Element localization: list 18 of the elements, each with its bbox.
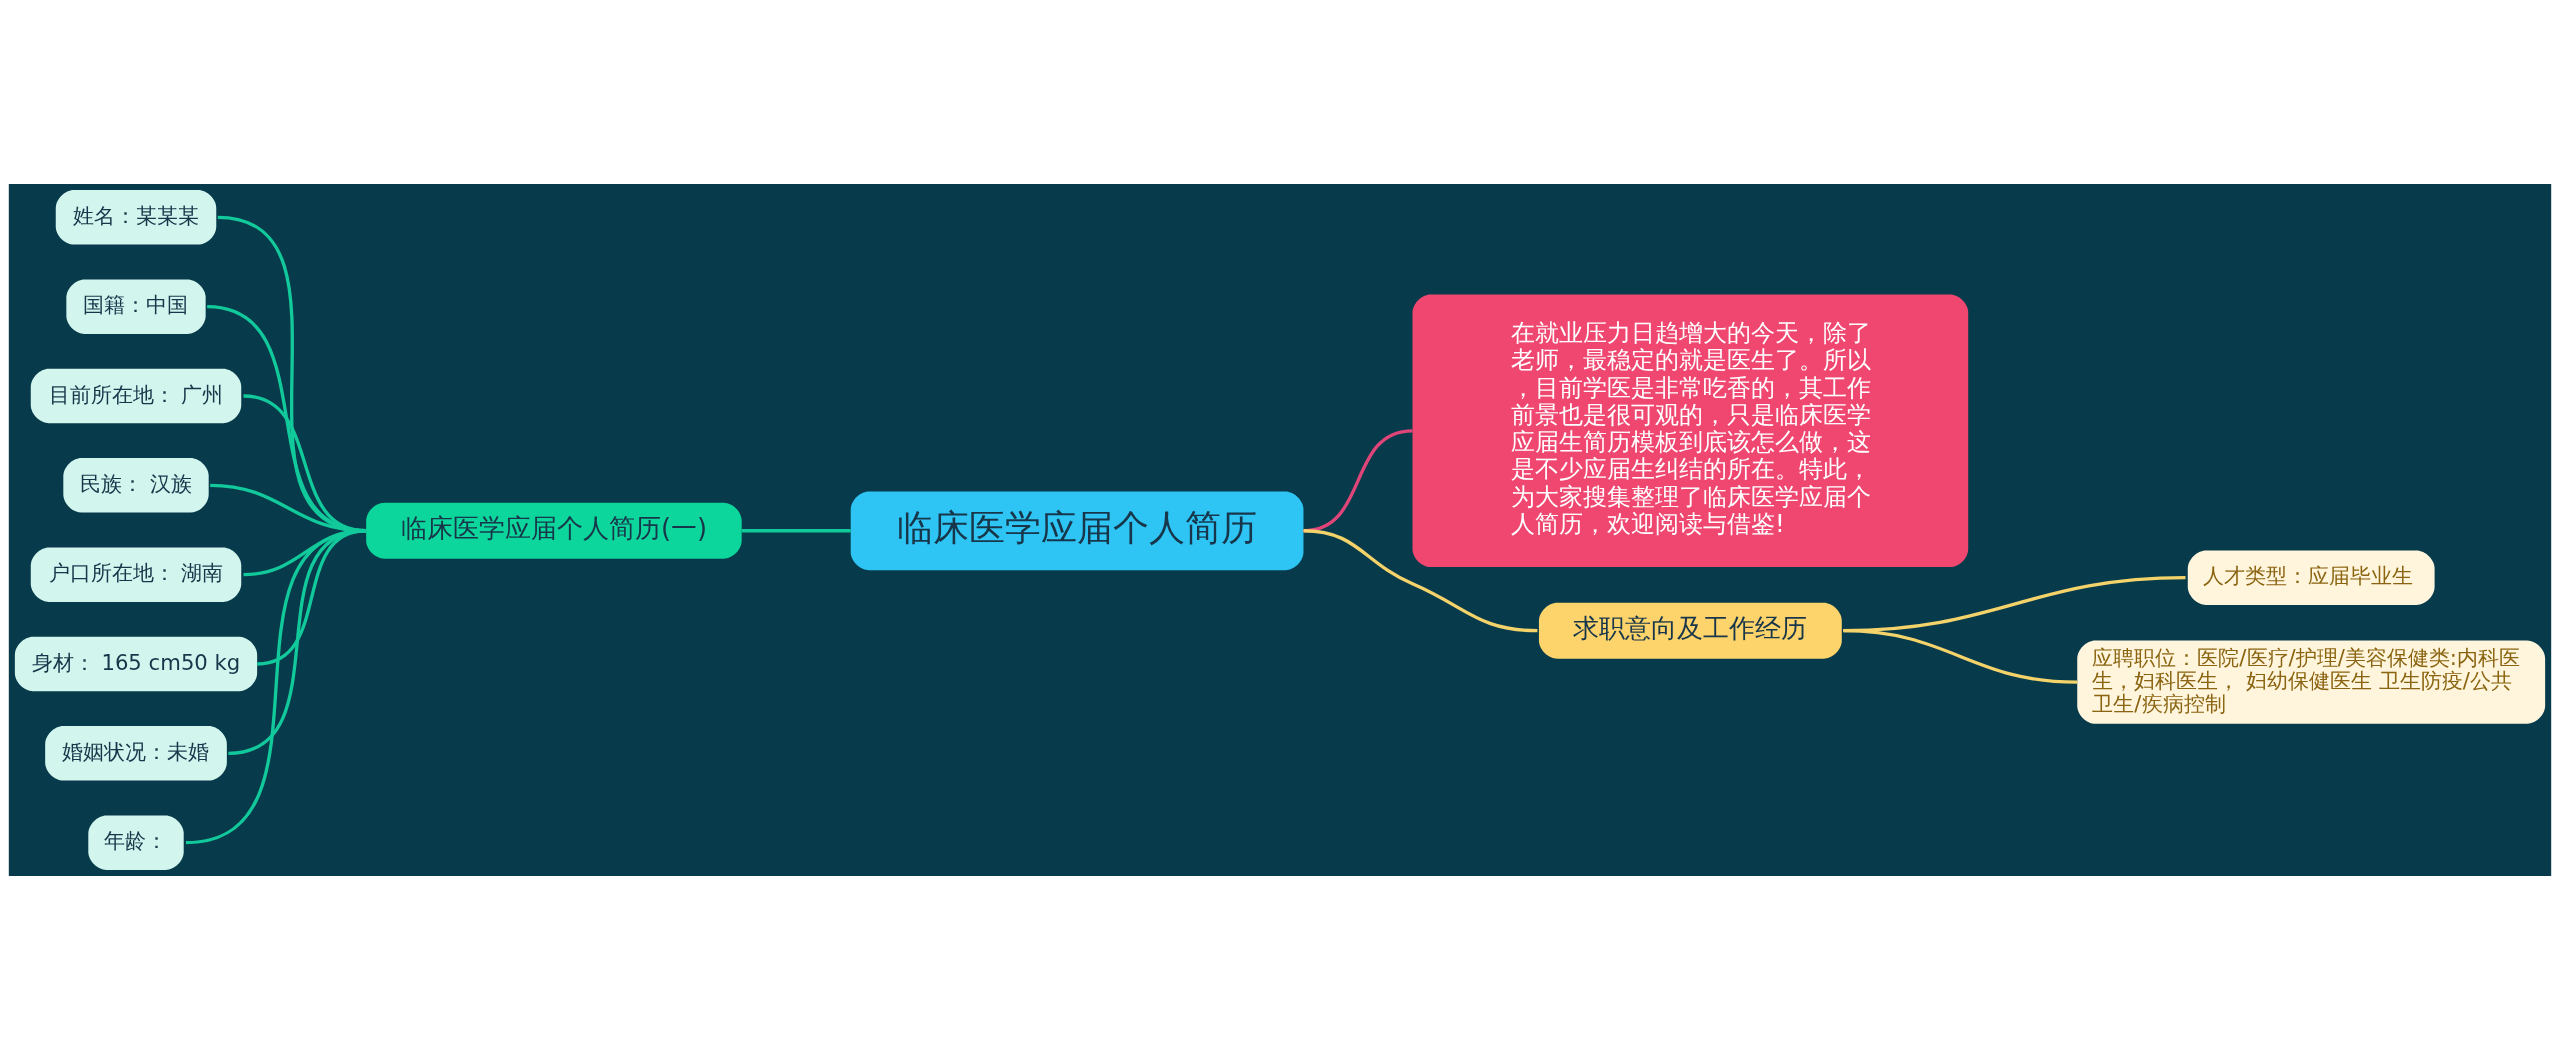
node-box: 临床医学应届个人简历 [850,490,1304,570]
connector [741,528,851,532]
node-box: 婚姻状况：未婚 [45,725,227,781]
connector [1303,528,1538,632]
node-box: 国籍：中国 [66,278,206,334]
node-box: 目前所在地： 广州 [30,368,242,423]
node-box: 临床医学应届个人简历(一) [366,502,742,559]
node-box: 人才类型：应届毕业生 [2187,549,2435,605]
node-box: 身材： 165 cm50 kg [14,636,258,691]
node-box: 户口所在地： 湖南 [30,546,242,602]
node-box: 民族： 汉族 [63,457,209,513]
node-box: 年龄： [88,814,184,870]
connector [185,528,367,844]
node-box: 姓名：某某某 [55,189,217,245]
node-box: 求职意向及工作经历 [1538,602,1842,659]
node-box: 在就业压力日趋增大的今天，除了老师，最稳定的就是医生了。所以，目前学医是非常吃香的，其工作前景也是很可观的，只是临床医学应届生简历模板到底该怎么做，这是不少应届生纠结的所在。特此，为大家搜集整理了临床医学应届个人简历，欢迎阅读与借鉴! [1412,294,1969,567]
connector [1843,628,2078,684]
node-box: 应聘职位：医院/医疗/护理/美容保健类:内科医生，妇科医生， 妇幼保健医生 卫生防疫/公共卫生/疾病控制 [2077,640,2546,724]
